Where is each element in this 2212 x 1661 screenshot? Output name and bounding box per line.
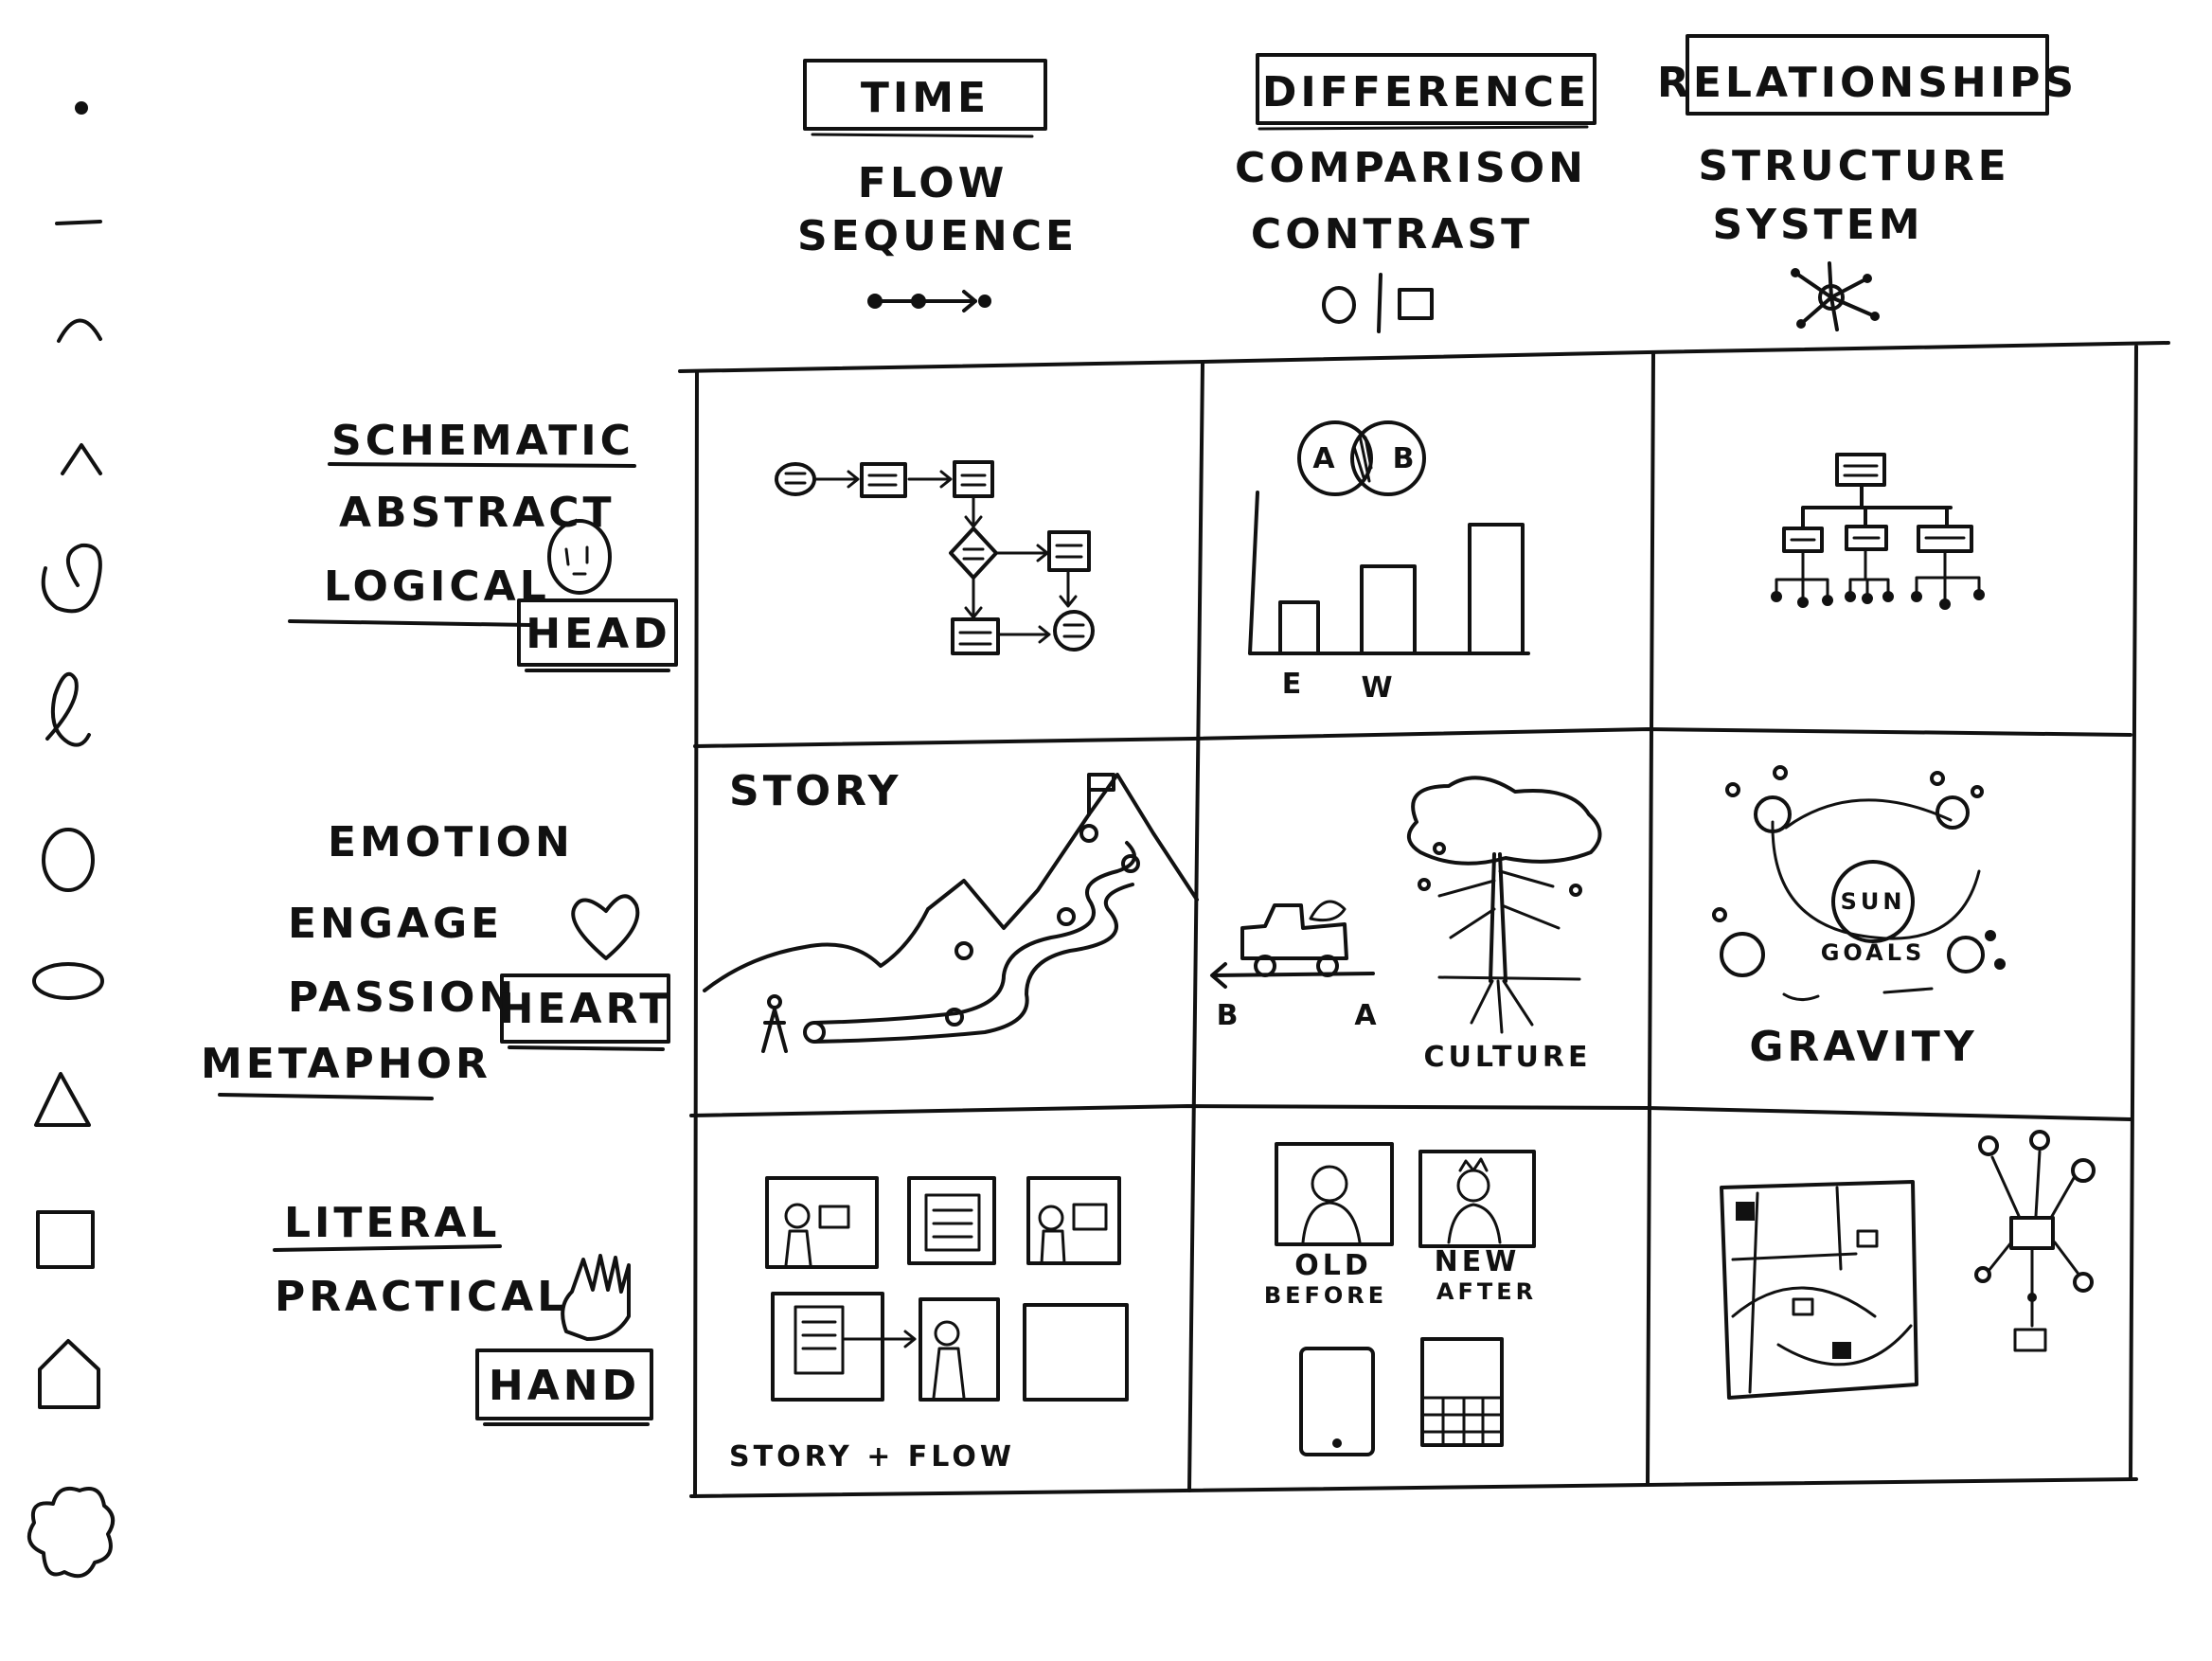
row-word: ABSTRACT [339,489,615,537]
story-flow-label: STORY + FLOW [729,1440,1015,1473]
shape-palette [27,101,116,1579]
row-tag: HAND [489,1362,640,1410]
cell-culture-metaphor: B A CULTURE [1210,776,1602,1074]
cell-map-system [1720,1130,2096,1400]
cell-org-chart [1771,453,1985,610]
column-title: TIME [861,74,990,122]
svg-text:A: A [1354,999,1380,1032]
bar-w [1360,564,1417,655]
venn-circle-a [1297,420,1373,496]
venn-circle-b [1350,420,1426,496]
cell-flowchart [775,460,1095,655]
sun-circle [1831,860,1915,943]
svg-text:E: E [1282,668,1306,701]
hub-box [2009,1216,2055,1250]
device-icon [1420,1337,1504,1447]
bar-3 [1468,523,1525,655]
column-header-relationships: RELATIONSHIPS STRUCTURE SYSTEM [1657,34,2078,331]
row-word: PASSION [288,973,517,1022]
cell-gravity-metaphor: SUN GOALS GRAVITY [1712,765,2006,1071]
row-word: PRACTICAL [275,1273,567,1321]
column-line1: FLOW [858,159,1008,207]
column-header-time: TIME FLOW SEQUENCE [797,59,1078,313]
column-line2: SEQUENCE [797,212,1078,260]
map-icon [1720,1180,1918,1400]
row-word: ENGAGE [288,900,503,948]
title-box [1686,34,2049,116]
column-title: DIFFERENCE [1262,68,1590,116]
bar-e [1278,600,1320,655]
dot-icon [75,101,88,115]
hand-icon [561,1254,631,1341]
svg-text:OLD: OLD [1294,1249,1372,1282]
row-header-hand: LITERAL PRACTICAL HAND [273,1199,653,1426]
loop-icon [45,671,91,747]
cell-story-mountain: STORY [703,767,1199,1053]
truck-icon [1240,903,1348,960]
sequence-arrow-icon [867,290,991,313]
row-word: LITERAL [284,1199,500,1247]
column-line1: STRUCTURE [1698,142,2009,190]
line-icon [55,220,102,225]
triangle-icon [34,1072,91,1127]
column-line1: COMPARISON [1235,144,1587,192]
row-word: EMOTION [328,818,574,866]
head-face-icon [547,519,612,595]
column-line2: SYSTEM [1712,201,1923,249]
contrast-icon [1322,273,1434,333]
column-header-difference: DIFFERENCE COMPARISON CONTRAST [1235,53,1597,333]
row-header-heart: EMOTION ENGAGE PASSION METAPHOR HEART [201,818,672,1100]
house-icon [38,1339,100,1409]
circle-icon [42,828,95,892]
column-line2: CONTRAST [1251,210,1533,259]
row-tag: HEAD [526,610,670,658]
matrix-grid [678,341,2170,1498]
title-box [1256,53,1597,125]
svg-text:A: A [1312,442,1338,475]
row-tag-box [475,1348,653,1420]
spiral-icon [41,543,102,614]
svg-text:B: B [1217,999,1242,1032]
row-header-head: SCHEMATIC ABSTRACT LOGICAL HEAD [288,417,678,672]
title-box [803,59,1047,131]
svg-text:W: W [1361,671,1396,705]
story-label: STORY [729,767,901,815]
row-tag-box [500,973,670,1044]
row-tag: HEART [499,985,672,1033]
tree-icon [1407,776,1602,866]
network-icon [1791,261,1880,331]
svg-text:BEFORE: BEFORE [1264,1282,1387,1309]
cell-storyboard: STORY + FLOW [729,1176,1129,1473]
svg-text:NEW: NEW [1435,1245,1521,1278]
square-icon [36,1210,95,1269]
row-tag-box [517,598,678,667]
cell-comparison-chart: A B E W [1248,420,1530,705]
ellipse-icon [32,962,104,1000]
cell-before-after: OLD BEFORE NEW AFTER [1264,1142,1537,1456]
caret-icon [61,443,102,475]
svg-text:SUN: SUN [1841,888,1906,915]
arc-icon [57,318,102,343]
svg-text:B: B [1393,442,1418,475]
heart-icon [571,894,640,960]
tablet-icon [1299,1347,1375,1456]
svg-text:AFTER: AFTER [1436,1278,1537,1305]
svg-text:GOALS: GOALS [1821,939,1926,966]
row-word: METAPHOR [201,1040,491,1088]
cloud-icon [27,1486,116,1579]
column-title: RELATIONSHIPS [1657,59,2078,107]
gravity-label: GRAVITY [1749,1023,1977,1071]
culture-label: CULTURE [1424,1041,1592,1074]
row-word: LOGICAL [324,563,550,611]
row-word: SCHEMATIC [331,417,634,465]
